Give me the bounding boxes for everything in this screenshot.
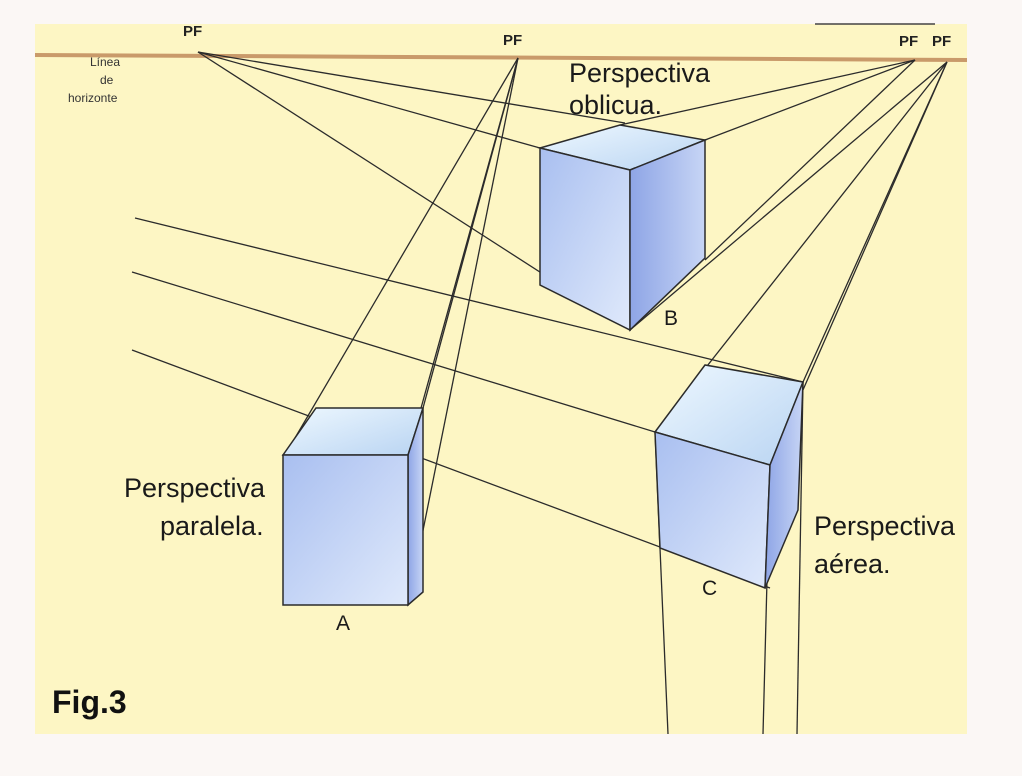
caption-oblique-line-1: Perspectiva: [569, 58, 711, 88]
horizon-label-line-3: horizonte: [68, 91, 118, 105]
pf-label-2: PF: [503, 32, 522, 49]
horizon-label: Línea de horizonte: [68, 55, 120, 105]
cube-b: [537, 124, 708, 332]
cube-a-label: A: [336, 612, 350, 635]
horizon-line: [34, 53, 968, 62]
cube-c: [653, 364, 805, 590]
caption-parallel-line-1: Perspectiva: [124, 473, 266, 503]
caption-parallel-line-2: paralela.: [160, 511, 264, 541]
cube-c-label: C: [702, 577, 717, 600]
caption-aerial-line-1: Perspectiva: [814, 511, 956, 541]
cube-b-label: B: [664, 307, 678, 330]
pf-label-3: PF: [899, 33, 918, 50]
horizon-label-line-1: Línea: [90, 55, 120, 69]
figure-label: Fig.3: [52, 684, 127, 720]
caption-oblique-line-2: oblicua.: [569, 90, 662, 120]
cube-a: [281, 407, 425, 607]
caption-aerial-line-2: aérea.: [814, 549, 891, 579]
pf-label-1: PF: [183, 23, 202, 40]
horizon-label-line-2: de: [100, 73, 114, 87]
paper-background: [35, 24, 967, 734]
pf-label-4: PF: [932, 33, 951, 50]
